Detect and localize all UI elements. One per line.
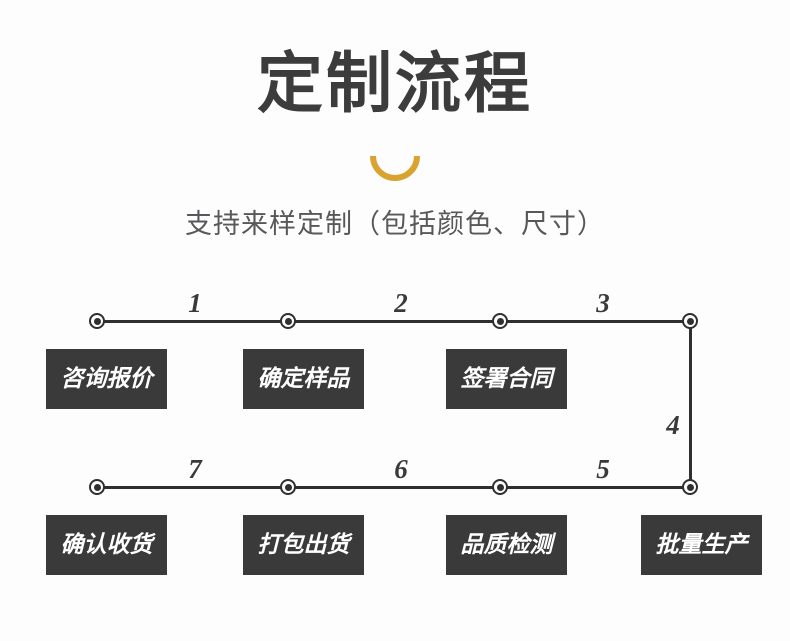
step-box-mass-production[interactable]: 批量生产 — [641, 515, 762, 575]
step-box-label: 确定样品 — [257, 366, 350, 392]
flow-node-4[interactable] — [682, 313, 698, 329]
flow-node-1[interactable] — [89, 313, 105, 329]
flow-line-right — [689, 320, 692, 489]
page-title: 定制流程 — [257, 45, 533, 122]
step-box-label: 批量生产 — [655, 532, 748, 558]
flow-line-top — [97, 320, 690, 323]
step-box-confirm-sample[interactable]: 确定样品 — [243, 349, 364, 409]
flow-node-4b[interactable] — [682, 479, 698, 495]
step-box-sign-contract[interactable]: 签署合同 — [446, 349, 567, 409]
step-number-2: 2 — [394, 288, 408, 318]
step-number-4: 4 — [666, 410, 680, 440]
step-box-quality-check[interactable]: 品质检测 — [446, 515, 567, 575]
step-box-confirm-receipt[interactable]: 确认收货 — [46, 515, 167, 575]
arc-divider — [0, 152, 790, 192]
page-subtitle: 支持来样定制（包括颜色、尺寸） — [185, 209, 605, 240]
arc-divider-icon — [370, 155, 420, 181]
step-box-pack-ship[interactable]: 打包出货 — [243, 515, 364, 575]
flow-line-bottom — [97, 486, 690, 489]
flow-node-7[interactable] — [89, 479, 105, 495]
step-number-5: 5 — [596, 454, 610, 484]
step-number-1: 1 — [188, 288, 202, 318]
step-number-7: 7 — [188, 454, 202, 484]
step-box-consult-quote[interactable]: 咨询报价 — [46, 349, 167, 409]
flow-node-5[interactable] — [492, 479, 508, 495]
step-number-3: 3 — [596, 288, 610, 318]
flow-node-6[interactable] — [280, 479, 296, 495]
step-number-6: 6 — [394, 454, 408, 484]
step-box-label: 咨询报价 — [60, 366, 153, 392]
step-box-label: 确认收货 — [60, 532, 153, 558]
flow-node-3[interactable] — [492, 313, 508, 329]
step-box-label: 打包出货 — [257, 532, 350, 558]
step-box-label: 签署合同 — [460, 366, 553, 392]
flow-node-2[interactable] — [280, 313, 296, 329]
step-box-label: 品质检测 — [460, 532, 553, 558]
